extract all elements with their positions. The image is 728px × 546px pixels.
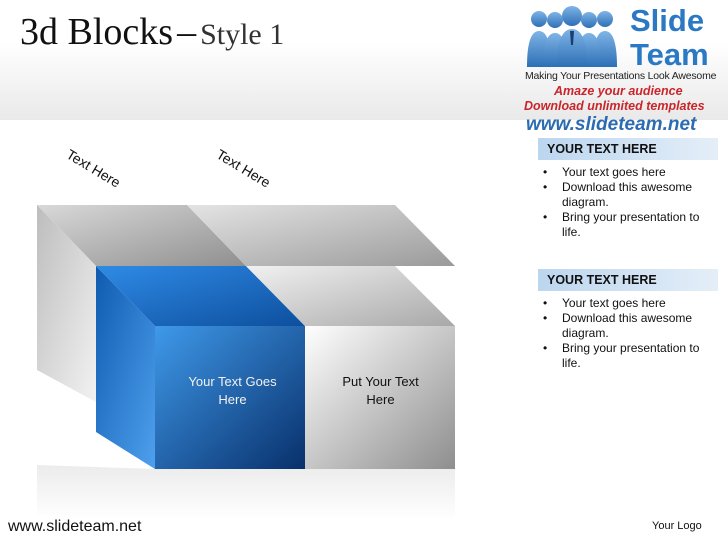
front-blue-block: [155, 326, 305, 469]
side-left-front-block: [96, 266, 155, 469]
cube-reflection: [37, 465, 455, 520]
panel-1-bullet: Your text goes here: [538, 165, 718, 180]
front-gray-block: [305, 326, 455, 469]
panel-1-bullet: Download this awesome diagram.: [538, 180, 718, 210]
side-left-back-block: [37, 205, 96, 402]
footer-url: www.slideteam.net: [8, 518, 142, 535]
panel-1-bullet: Bring your presentation to life.: [538, 210, 718, 240]
top-back-left-block: [37, 205, 246, 266]
title-main: 3d Blocks: [20, 11, 174, 53]
panel-1-bullets: Your text goes here Download this awesom…: [538, 165, 718, 240]
top-front-gray-block: [246, 266, 455, 326]
panel-2-bullet: Download this awesome diagram.: [538, 311, 718, 341]
logo-promo-line-1: Amaze your audience: [554, 84, 683, 98]
text-panel-1: YOUR TEXT HERE Your text goes here Downl…: [538, 138, 718, 240]
logo-word-team: Team: [630, 37, 709, 72]
panel-2-bullet: Your text goes here: [538, 296, 718, 311]
logo-promo-line-2: Download unlimited templates: [524, 99, 705, 113]
logo-tagline: Making Your Presentations Look Awesome: [525, 70, 717, 82]
text-panel-2: YOUR TEXT HERE Your text goes here Downl…: [538, 269, 718, 371]
footer-logo-text: Your Logo: [652, 520, 702, 532]
front-left-label: Your Text Goes Here: [188, 374, 277, 407]
panel-2-bullets: Your text goes here Download this awesom…: [538, 296, 718, 371]
logo-word-slide: Slide: [630, 3, 705, 38]
logo-url: www.slideteam.net: [526, 114, 697, 135]
title-dash: –: [177, 11, 197, 53]
panel-1-heading: YOUR TEXT HERE: [538, 138, 718, 160]
panel-2-bullet: Bring your presentation to life.: [538, 341, 718, 371]
title-subtitle: Style 1: [200, 18, 285, 51]
front-right-label: Put Your Text Here: [342, 374, 419, 407]
team-people-icon: [527, 6, 617, 67]
slide-title: 3d Blocks – Style 1: [20, 10, 284, 54]
top-back-right-block: [187, 205, 455, 266]
panel-2-heading: YOUR TEXT HERE: [538, 269, 718, 291]
top-front-blue-block: [96, 266, 305, 326]
